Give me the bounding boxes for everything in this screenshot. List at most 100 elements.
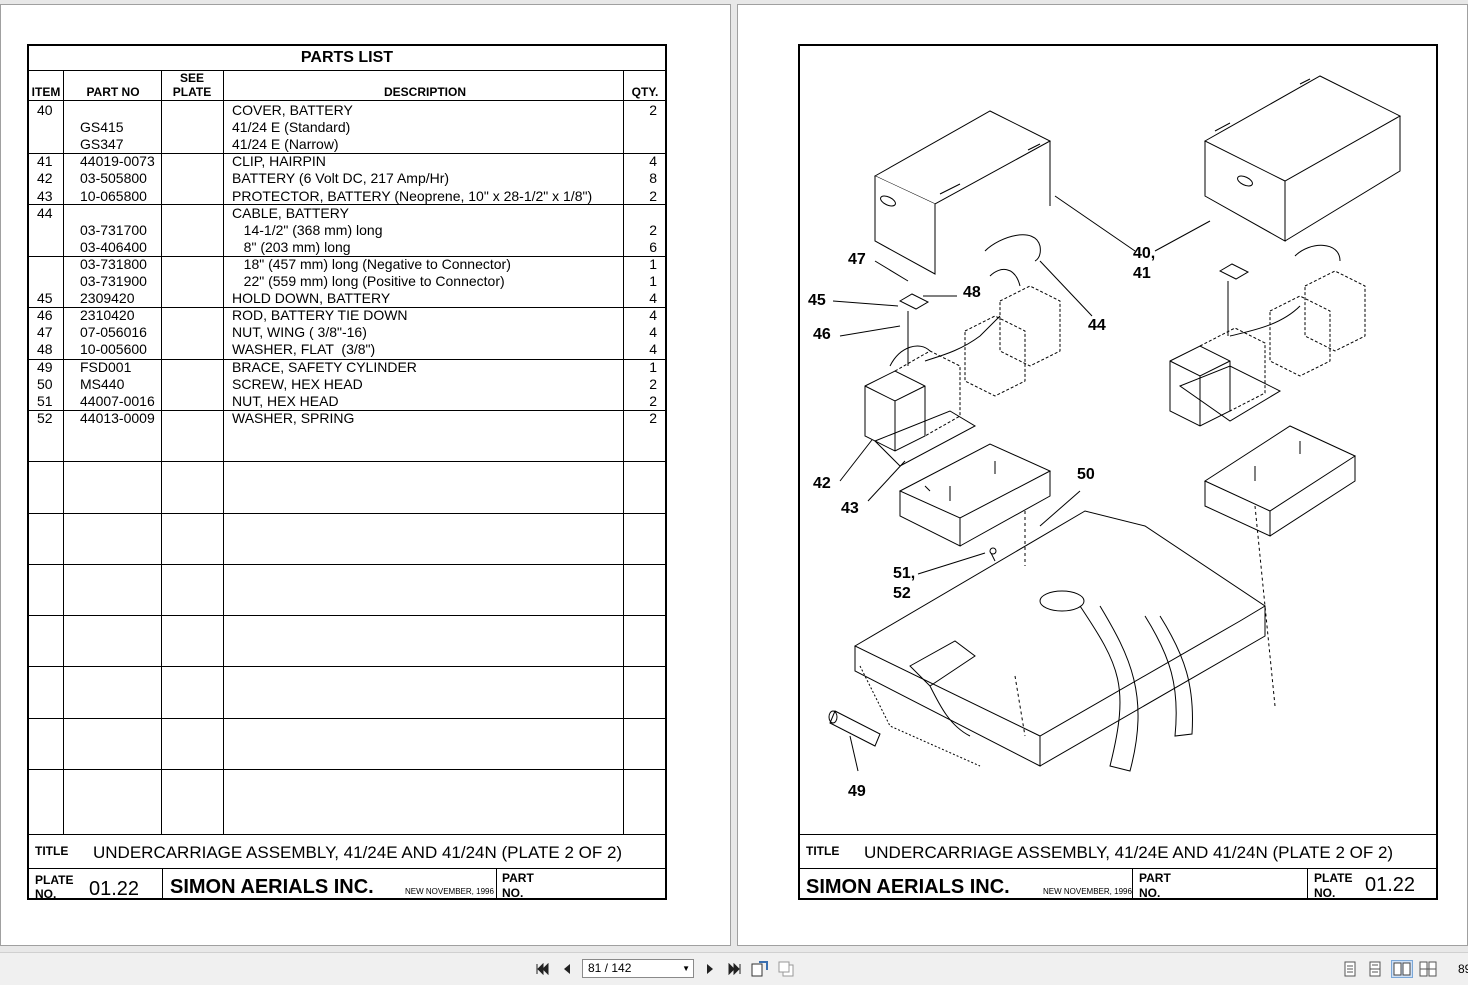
row-part-number: 10-065800 xyxy=(80,187,147,204)
row-description: 22" (559 mm) long (Positive to Connector… xyxy=(232,273,505,289)
row-quantity: 2 xyxy=(649,392,657,409)
row-part-number: 44019-0073 xyxy=(80,153,155,170)
single-page-icon[interactable] xyxy=(1341,960,1359,978)
row-quantity: 4 xyxy=(649,290,657,307)
fit-width-icon[interactable] xyxy=(778,960,796,978)
row-description: CLIP, HAIRPIN xyxy=(232,153,326,170)
row-part-number: 03-731800 xyxy=(80,255,147,272)
plate-label: PLATE xyxy=(35,873,74,887)
row-part-number: 07-056016 xyxy=(80,324,147,341)
fit-page-icon[interactable] xyxy=(751,960,769,978)
diagram-frame: 40, 41 44 47 48 45 46 42 43 50 51, 52 49… xyxy=(798,44,1438,900)
row-quantity: 2 xyxy=(649,409,657,426)
row-quantity: 4 xyxy=(649,341,657,358)
page-indicator: 81 / 142 xyxy=(588,961,632,975)
row-item-number: 41 xyxy=(37,153,53,170)
row-quantity: 2 xyxy=(649,221,657,238)
row-description: PROTECTOR, BATTERY (Neoprene, 10" x 28-1… xyxy=(232,187,593,204)
col-header-see-plate-2: PLATE xyxy=(172,85,212,99)
facing-pages-icon[interactable] xyxy=(1391,960,1413,978)
row-description: BRACE, SAFETY CYLINDER xyxy=(232,358,417,375)
parts-list-frame: PARTS LIST ITEM PART NO SEE PLATE DESCRI… xyxy=(27,44,667,901)
part-no-label: NO. xyxy=(502,886,524,900)
callout-49: 49 xyxy=(848,783,866,800)
last-page-icon[interactable] xyxy=(725,960,743,978)
callout-51: 51, xyxy=(893,565,916,582)
row-item-number: 48 xyxy=(37,341,53,358)
plate-number: 01.22 xyxy=(89,878,140,900)
row-part-number: 03-731700 xyxy=(80,221,147,238)
title-label: TITLE xyxy=(35,844,69,858)
col-header-description: DESCRIPTION xyxy=(383,85,466,99)
row-description: NUT, WING ( 3/8"-16) xyxy=(232,324,367,341)
left-document-page: PARTS LIST ITEM PART NO SEE PLATE DESCRI… xyxy=(0,4,731,946)
callout-48: 48 xyxy=(963,284,981,301)
row-part-number: GS415 xyxy=(80,119,124,136)
row-part-number: 03-406400 xyxy=(80,238,147,255)
row-description: 41/24 E (Standard) xyxy=(232,119,351,136)
row-description: WASHER, SPRING xyxy=(232,409,355,426)
row-item-number: 40 xyxy=(37,102,53,118)
row-item-number: 42 xyxy=(37,170,53,187)
row-part-number: 44007-0016 xyxy=(80,392,155,409)
row-item-number: 43 xyxy=(37,187,53,204)
row-part-number: 2310420 xyxy=(80,307,135,324)
row-part-number: 03-505800 xyxy=(80,170,147,187)
zoom-level[interactable]: 89 xyxy=(1458,962,1468,976)
title-label-right: TITLE xyxy=(806,844,840,858)
title-text-right: UNDERCARRIAGE ASSEMBLY, 41/24E AND 41/24… xyxy=(864,843,1394,862)
row-item-number: 47 xyxy=(37,324,53,341)
row-item-number: 46 xyxy=(37,307,53,324)
right-document-page: 40, 41 44 47 48 45 46 42 43 50 51, 52 49… xyxy=(737,4,1468,946)
row-part-number: 2309420 xyxy=(80,290,135,307)
col-header-item: ITEM xyxy=(31,85,61,99)
row-description: WASHER, FLAT (3/8") xyxy=(232,341,376,358)
callout-50: 50 xyxy=(1077,466,1095,483)
callout-45: 45 xyxy=(808,292,826,309)
callout-46: 46 xyxy=(813,326,831,343)
part-label: PART xyxy=(502,871,534,885)
callout-52: 52 xyxy=(893,585,911,602)
col-header-qty: QTY. xyxy=(631,85,659,99)
row-description: BATTERY (6 Volt DC, 217 Amp/Hr) xyxy=(232,170,450,187)
row-part-number: 10-005600 xyxy=(80,341,147,358)
first-page-icon[interactable] xyxy=(534,960,552,978)
row-item-number: 45 xyxy=(37,290,53,307)
plate-no-label-right: NO. xyxy=(1314,886,1336,900)
col-header-see-plate-1: SEE xyxy=(179,71,204,85)
viewer-toolbar: 81 / 142 ▼ 89 xyxy=(0,952,1468,985)
row-description: 8" (203 mm) long xyxy=(232,238,351,255)
chevron-down-icon: ▼ xyxy=(682,964,690,973)
exploded-view-diagram xyxy=(828,75,1402,772)
company-name-right: SIMON AERIALS INC. xyxy=(806,876,1010,898)
row-item-number: 50 xyxy=(37,375,53,392)
continuous-page-icon[interactable] xyxy=(1366,960,1384,978)
row-description: 14-1/2" (368 mm) long xyxy=(232,221,383,238)
continuous-facing-icon[interactable] xyxy=(1419,960,1437,978)
callout-43: 43 xyxy=(841,500,859,517)
prev-page-icon[interactable] xyxy=(558,960,576,978)
row-quantity: 2 xyxy=(649,102,657,118)
next-page-icon[interactable] xyxy=(701,960,719,978)
row-description: COVER, BATTERY xyxy=(232,102,353,118)
row-quantity: 2 xyxy=(649,187,657,204)
new-date: NEW NOVEMBER, 1996 xyxy=(405,887,494,896)
row-part-number: 44013-0009 xyxy=(80,409,155,426)
row-quantity: 1 xyxy=(649,358,657,375)
callout-41: 41 xyxy=(1133,265,1151,282)
callout-40: 40, xyxy=(1133,245,1156,262)
callout-47: 47 xyxy=(848,251,866,268)
row-description: CABLE, BATTERY xyxy=(232,204,349,221)
new-date-right: NEW NOVEMBER, 1996 xyxy=(1043,887,1132,896)
row-item-number: 51 xyxy=(37,392,53,409)
row-description: 18" (457 mm) long (Negative to Connector… xyxy=(232,255,511,272)
row-description: ROD, BATTERY TIE DOWN xyxy=(232,307,408,324)
plate-no-label: NO. xyxy=(35,887,57,901)
row-quantity: 4 xyxy=(649,153,657,170)
col-header-part-no: PART NO xyxy=(86,85,140,99)
title-text: UNDERCARRIAGE ASSEMBLY, 41/24E AND 41/24… xyxy=(93,843,623,862)
page-number-select[interactable]: 81 / 142 ▼ xyxy=(582,959,694,978)
row-item-number: 49 xyxy=(37,358,53,375)
row-quantity: 2 xyxy=(649,375,657,392)
row-description: HOLD DOWN, BATTERY xyxy=(232,290,391,307)
